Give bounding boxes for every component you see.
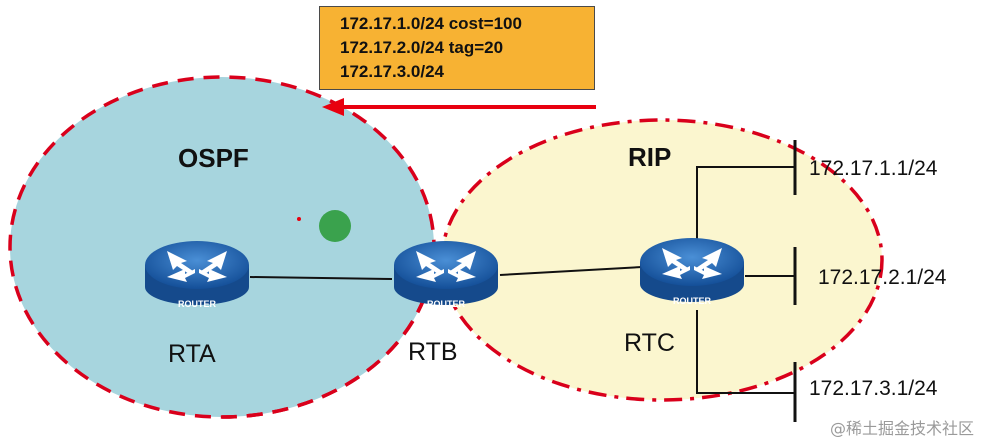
ospf-label: OSPF <box>178 143 249 173</box>
small-red-dot <box>297 217 301 221</box>
router-rta-badge: ROUTER <box>178 299 217 309</box>
router-rtb-badge: ROUTER <box>427 299 466 309</box>
route-line-2: 172.17.2.0/24 tag=20 <box>340 38 504 57</box>
link-rta-rtb <box>249 276 393 280</box>
router-rtb-icon <box>394 241 498 305</box>
pointer-dot <box>319 210 351 242</box>
redistribution-arrow-head <box>322 98 344 116</box>
network-1-label: 172.17.1.1/24 <box>809 157 938 180</box>
link-rtc-net1 <box>696 166 795 245</box>
rip-label: RIP <box>628 142 672 172</box>
link-rtb-rtc <box>499 266 643 276</box>
router-rtb-label: RTB <box>408 338 458 366</box>
network-2-label: 172.17.2.1/24 <box>818 266 947 289</box>
route-line-3: 172.17.3.0/24 <box>340 62 444 81</box>
route-line-1: 172.17.1.0/24 cost=100 <box>340 14 522 33</box>
router-rta-icon <box>145 241 249 305</box>
watermark-text: @稀土掘金技术社区 <box>829 419 974 438</box>
router-rtc-label: RTC <box>624 329 675 357</box>
route-info-box: 172.17.1.0/24 cost=100 172.17.2.0/24 tag… <box>319 6 595 90</box>
network-3-label: 172.17.3.1/24 <box>809 377 938 400</box>
router-rtc-icon <box>640 238 744 302</box>
link-rtc-net3 <box>696 310 795 394</box>
router-rtc-badge: ROUTER <box>673 296 712 306</box>
router-rta-label: RTA <box>168 340 216 368</box>
